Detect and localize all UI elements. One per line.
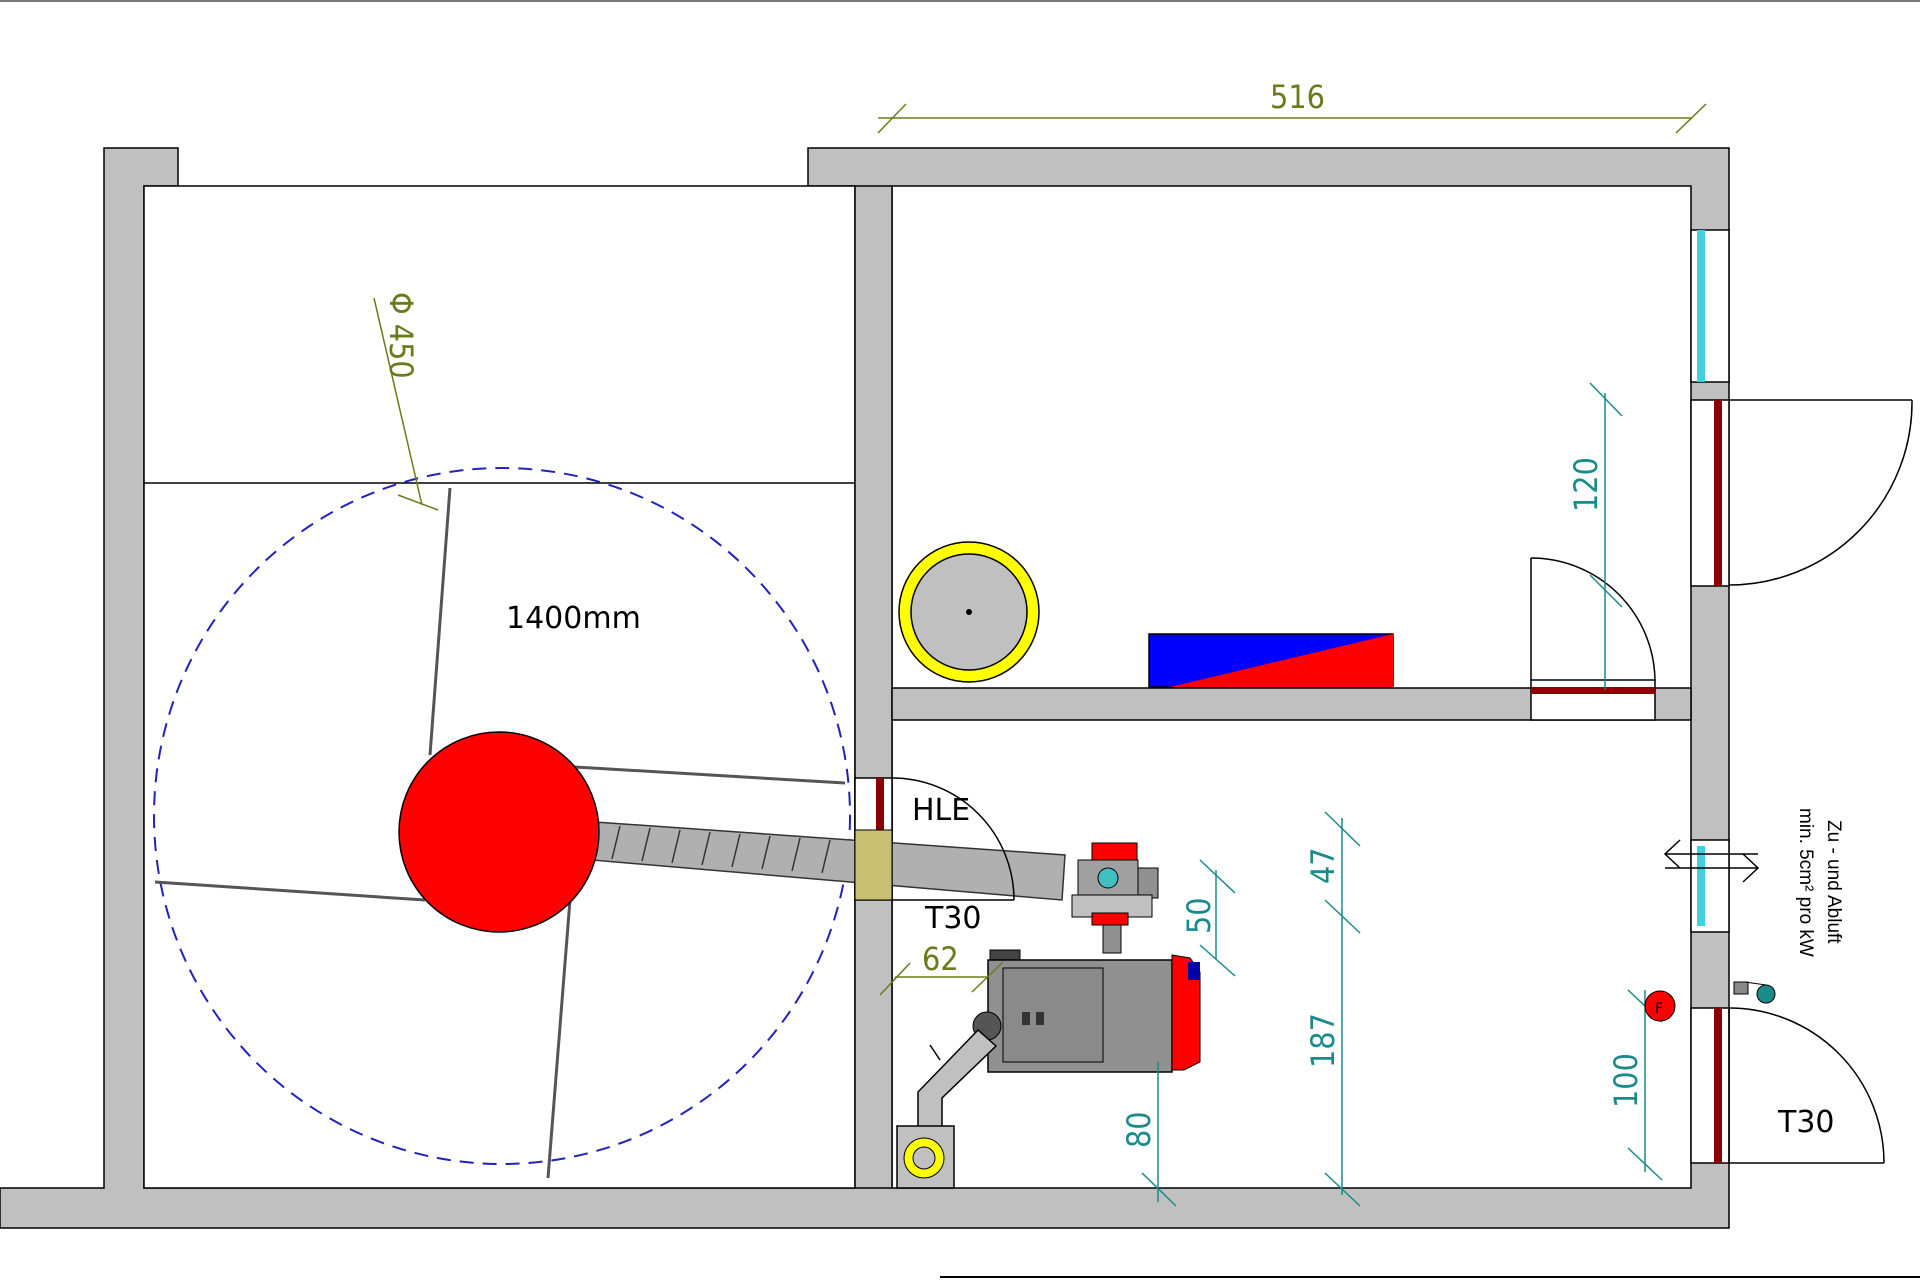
vent-glass — [1697, 846, 1705, 926]
ventilation-note-line2: min. 5cm² pro kW — [1795, 808, 1816, 957]
window-opening-upper — [1690, 229, 1730, 383]
buffer-storage — [1148, 633, 1394, 688]
door-frame-lower — [1714, 1008, 1722, 1163]
tank-center — [966, 609, 972, 615]
window-glass-upper — [1697, 230, 1705, 382]
ventilation-note-line1: Zu - und Abluft — [1823, 820, 1844, 944]
hle-door-swing — [891, 777, 1015, 901]
exterior-door-lower — [1728, 1007, 1885, 1164]
walls — [0, 147, 1730, 1229]
auger-diameter-leader — [373, 297, 423, 506]
auger-diameter-dim: Φ 450 — [382, 292, 420, 379]
floor-clearance-label: 80 — [1120, 1111, 1158, 1148]
boiler-gap-label: 47 — [1304, 847, 1342, 884]
room-width-dim — [877, 103, 1707, 134]
door-height-label: 120 — [1567, 457, 1605, 512]
boiler-offset-dim — [1199, 859, 1236, 977]
door-frame-upper — [1714, 400, 1722, 586]
inner-door-upper — [1530, 557, 1656, 721]
door-height-dim — [1589, 382, 1623, 690]
feed-motor — [1071, 842, 1159, 954]
agitator-hub — [398, 731, 600, 933]
boiler-offset-label: 50 — [1180, 897, 1218, 934]
room-depth-label: 187 — [1304, 1013, 1342, 1068]
door-opening-upper — [1690, 399, 1730, 587]
extinguisher-height-label: 100 — [1607, 1053, 1645, 1108]
agitator-arms — [154, 487, 846, 1179]
hle-label: HLE — [912, 793, 970, 828]
auger-diameter-tick — [397, 494, 439, 511]
ventilation-arrows-icon — [1663, 839, 1760, 883]
door-opening-lower — [1690, 1007, 1730, 1164]
flue-pipe — [896, 1028, 998, 1189]
fire-extinguisher-label: F — [1655, 1001, 1663, 1017]
boiler — [972, 949, 1201, 1073]
fire-door-inner-label: T30 — [924, 901, 982, 936]
emergency-switch-icon — [1733, 981, 1776, 1004]
room-width-label: 516 — [1270, 78, 1325, 116]
room-depth-dim — [1324, 811, 1361, 1207]
agitator-sweep-circle — [153, 467, 851, 1165]
floor-clearance-dim — [1141, 1062, 1177, 1207]
sweep-diameter-label: 1400mm — [506, 601, 641, 636]
side-clearance-label: 62 — [922, 940, 959, 978]
fire-extinguisher-icon — [1644, 990, 1676, 1022]
side-clearance-dim — [879, 961, 1004, 996]
fire-door-outer-label: T30 — [1777, 1105, 1835, 1140]
exterior-door-upper — [1728, 399, 1913, 586]
fire-damper — [854, 829, 893, 901]
